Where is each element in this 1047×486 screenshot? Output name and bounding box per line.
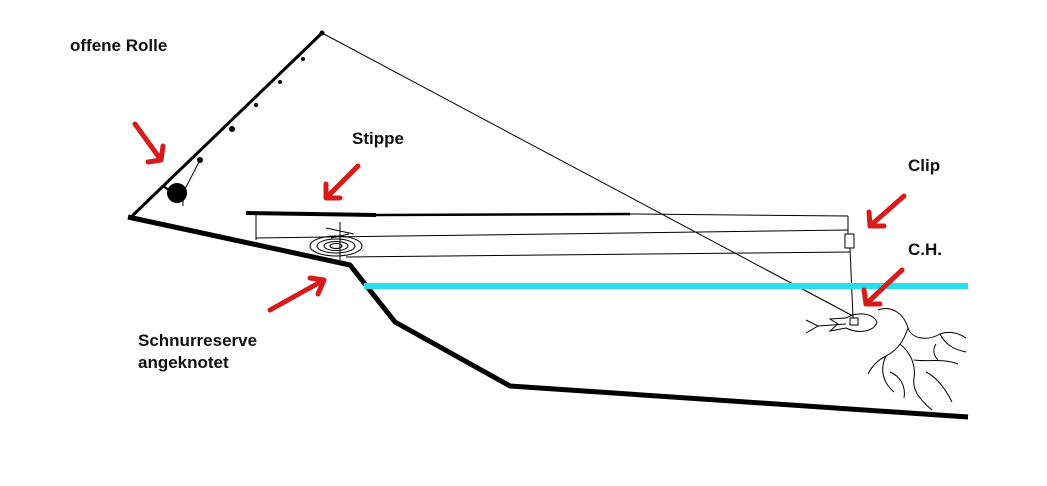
- arrow-to-line-reserve: [267, 275, 327, 313]
- rod-guide: [301, 57, 305, 61]
- fishing-rod: [128, 31, 324, 220]
- pole-stippe-tip: [375, 212, 631, 217]
- arrow-to-reel: [132, 121, 166, 165]
- main-line: [321, 32, 854, 317]
- label-schnurreserve-line1: Schnurreserve: [138, 331, 258, 350]
- weed-icon: [867, 308, 967, 411]
- label-schnurreserve-line2: angeknotet: [138, 353, 229, 372]
- pole-line-top: [629, 213, 849, 217]
- clip-icon: [844, 233, 855, 249]
- arrow-to-ch: [861, 267, 905, 307]
- pole-stippe: [245, 211, 377, 217]
- rod-guide: [253, 102, 259, 108]
- reserve-line: [345, 251, 851, 258]
- label-offene-rolle: offene Rolle: [70, 36, 168, 55]
- bank-profile: [127, 214, 969, 420]
- arrow-to-stippe: [323, 163, 361, 201]
- reel-line-to-guide: [182, 159, 201, 194]
- pole-line-lower: [255, 229, 849, 239]
- label-clip: Clip: [908, 156, 941, 175]
- label-schnurreserve: Schnurreserve angeknotet: [138, 330, 257, 374]
- label-ch: C.H.: [908, 240, 942, 259]
- rod-guide: [229, 126, 235, 132]
- rod-guide: [278, 80, 282, 84]
- fish-icon: [805, 313, 878, 334]
- label-stippe: Stippe: [352, 129, 404, 148]
- line-reserve-icon: [309, 222, 363, 260]
- reel-icon: [167, 183, 187, 203]
- arrow-to-clip: [866, 193, 907, 229]
